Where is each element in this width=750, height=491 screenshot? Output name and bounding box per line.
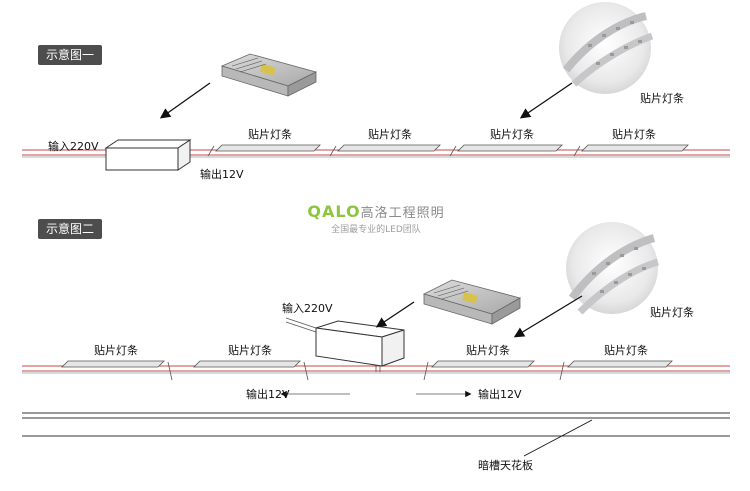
d2-input-label: 输入220V: [282, 302, 333, 315]
watermark-cn: 高洛工程照明: [360, 206, 445, 221]
d1-output-label: 输出12V: [200, 168, 244, 181]
d2-psu-image: [422, 279, 522, 325]
d2-output-right-label: 输出12V: [478, 388, 522, 401]
d2-strip-label-2: 贴片灯条: [228, 344, 272, 357]
d1-closeup-label: 贴片灯条: [640, 92, 684, 105]
d2-output-left-label: 输出12V: [246, 388, 290, 401]
d1-strips: [207, 144, 689, 157]
d2-strip-label-3: 贴片灯条: [466, 344, 510, 357]
d2-driver-box: [315, 320, 405, 367]
watermark-brand: QALO高洛工程照明: [306, 202, 446, 221]
led-strip: [61, 360, 173, 381]
d1-input-label: 输入220V: [48, 140, 99, 153]
d2-arrow-closeup: [513, 295, 583, 338]
d2-strip-label-4: 贴片灯条: [604, 344, 648, 357]
d1-arrow-closeup: [519, 82, 573, 119]
d1-strip-label-1: 贴片灯条: [248, 128, 292, 141]
d1-strip-label-4: 贴片灯条: [612, 128, 656, 141]
led-strip: [193, 360, 309, 381]
d1-driver-box: [104, 139, 192, 171]
d2-closeup-label: 贴片灯条: [650, 306, 694, 319]
led-strip: [573, 144, 689, 157]
d1-psu-image: [220, 53, 318, 97]
led-strip: [207, 144, 321, 157]
led-strip: [423, 360, 535, 381]
d1-closeup-image: [559, 2, 654, 94]
watermark-tagline: 全国最专业的LED团队: [331, 225, 421, 235]
d1-strip-label-3: 贴片灯条: [490, 128, 534, 141]
ceiling-label: 暗槽天花板: [478, 459, 533, 472]
ceiling-leader-line: [523, 419, 593, 457]
led-strip: [329, 144, 441, 157]
d1-arrow-psu: [159, 82, 211, 119]
d2-arrow-psu: [375, 301, 415, 328]
diagram1-title: 示意图一: [38, 45, 103, 65]
watermark-logo: QALO高洛工程照明 全国最专业的LED团队: [306, 202, 446, 235]
watermark-name: LO: [335, 202, 361, 221]
d2-strips: [61, 360, 673, 381]
watermark-mark: QA: [307, 202, 336, 221]
ceiling-lines: [22, 412, 730, 437]
d2-closeup-image: [566, 222, 659, 315]
d2-strip-label-1: 贴片灯条: [94, 344, 138, 357]
diagram2-title: 示意图二: [38, 219, 103, 239]
d1-strip-label-2: 贴片灯条: [368, 128, 412, 141]
led-strip: [449, 144, 563, 157]
led-strip: [559, 360, 673, 381]
